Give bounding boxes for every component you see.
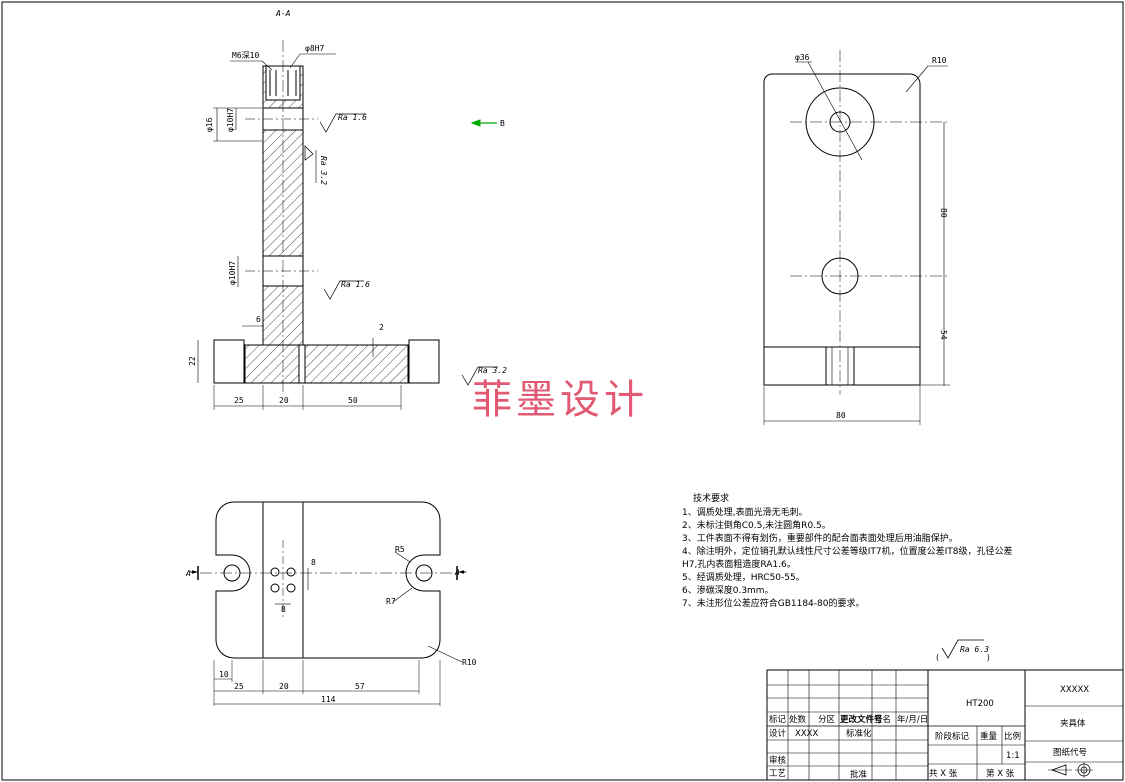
- section-dim-texts: M6深10 φ8H7 φ16 φ10H7 φ10H7 Ra 1.6 Ra 3.2…: [188, 44, 507, 405]
- radius-5-dim: R5: [395, 545, 405, 554]
- width-80-dim: 80: [836, 411, 846, 420]
- tb-designer: XXXX: [795, 729, 818, 739]
- section-mark-right: A: [454, 568, 460, 577]
- requirements-title: 技术要求: [693, 492, 729, 504]
- tb-count: 处数: [789, 714, 807, 725]
- tb-zone: 分区: [818, 715, 836, 725]
- requirement-3: 3、工件表面不得有划伤，重要部件的配合面表面处理后用油脂保护。: [682, 532, 958, 544]
- tb-part-name: 夹具体: [1060, 718, 1086, 729]
- thread-dim: M6深10: [232, 51, 259, 60]
- dim-22: 22: [188, 356, 197, 366]
- roughness-lower: Ra 1.6: [341, 280, 370, 289]
- top-bore-dim: φ8H7: [305, 44, 324, 53]
- section-mark-left: A: [185, 569, 191, 578]
- lower-hole-dim: φ10H7: [228, 261, 237, 285]
- requirement-6: 6、渗碳深度0.3mm。: [682, 584, 774, 596]
- requirement-7: 7、未注形位公差应符合GB1184-80的要求。: [682, 597, 864, 609]
- roughness-side: Ra 3.2: [319, 156, 328, 185]
- requirement-4b: H7,孔内表面粗造度RA1.6。: [682, 558, 796, 570]
- tb-sign: 签名: [874, 714, 891, 725]
- view-b-label: B: [500, 119, 505, 128]
- section-view: A-A: [197, 9, 505, 410]
- tb-approve: 批准: [850, 769, 868, 780]
- section-label: A-A: [275, 9, 291, 18]
- tb-design: 设计: [769, 728, 787, 739]
- general-roughness-value: Ra 6.3: [960, 645, 989, 654]
- svg-text:): ): [986, 653, 991, 662]
- general-roughness: ( Ra 6.3 ): [935, 639, 991, 662]
- technical-requirements: 技术要求 1、调质处理,表面光滑无毛刺。 2、未标注倒角C0.5,未注圆角R0.…: [682, 492, 1012, 609]
- diameter-36-dim: φ36: [795, 53, 810, 62]
- tb-docno: 更改文件号: [840, 714, 883, 725]
- spacing-8-vertical: 8: [311, 558, 316, 567]
- watermark: 菲墨设计: [472, 377, 648, 423]
- height-80-dim: 80: [939, 208, 948, 218]
- dim-25: 25: [234, 396, 244, 405]
- roughness-upper: Ra 1.6: [338, 113, 367, 122]
- spacing-8-horizontal: 8: [281, 605, 286, 614]
- tb-drawing-no: 图纸代号: [1053, 747, 1087, 758]
- title-block-texts: 标记 处数 分区 更改文件号 签名 年/月/日 设计 XXXX 标准化 审核 工…: [769, 685, 1089, 780]
- top-dim-texts: A A R5 R7 R10 8 8 10 25 20 57 114: [185, 545, 477, 704]
- radius-10-top-dim: R10: [462, 658, 477, 667]
- side-dim-texts: φ36 R10 80 54 80: [795, 53, 948, 420]
- width-10-dim: 10: [219, 670, 229, 679]
- title-block: [766, 669, 1124, 781]
- top-view: [190, 501, 466, 706]
- requirement-1: 1、调质处理,表面光滑无毛刺。: [682, 506, 808, 518]
- tb-stage: 阶段标记: [935, 731, 970, 742]
- height-54-dim: 54: [939, 330, 948, 340]
- tb-company: XXXXX: [1060, 685, 1089, 695]
- dim-6: 6: [256, 315, 261, 324]
- tb-date: 年/月/日: [897, 714, 928, 725]
- roughness-base: Ra 3.2: [478, 366, 507, 375]
- width-57-dim: 57: [355, 682, 365, 691]
- dim-20: 20: [279, 396, 289, 405]
- dim-50: 50: [348, 396, 358, 405]
- side-view: [763, 50, 950, 425]
- width-20-dim: 20: [279, 682, 289, 691]
- tb-standard: 标准化: [846, 728, 872, 739]
- diameter-16-dim: φ16: [205, 117, 214, 132]
- tb-review: 审核: [769, 755, 787, 766]
- radius-10-dim: R10: [932, 56, 947, 65]
- tb-mark: 标记: [769, 714, 787, 725]
- svg-text:(: (: [935, 653, 940, 662]
- radius-7-dim: R7: [386, 597, 396, 606]
- tb-sheet: 第 X 张: [986, 768, 1015, 779]
- requirement-4: 4、除注明外，定位销孔默认线性尺寸公差等级IT7机，位置度公差IT8级，孔径公差: [682, 545, 1012, 557]
- tb-scale-value: 1:1: [1006, 751, 1020, 761]
- tb-total: 共 X 张: [929, 769, 958, 779]
- dim-2: 2: [379, 323, 384, 332]
- upper-hole-dim: φ10H7: [226, 108, 235, 132]
- tb-process: 工艺: [769, 769, 786, 779]
- requirement-5: 5、经调质处理，HRC50-55。: [682, 571, 805, 583]
- requirement-2: 2、未标注倒角C0.5,未注圆角R0.5。: [682, 519, 831, 531]
- tb-weight: 重量: [980, 731, 998, 742]
- tb-scale: 比例: [1004, 731, 1021, 742]
- width-25-dim: 25: [234, 682, 244, 691]
- width-114-dim: 114: [321, 695, 336, 704]
- tb-material: HT200: [966, 699, 994, 709]
